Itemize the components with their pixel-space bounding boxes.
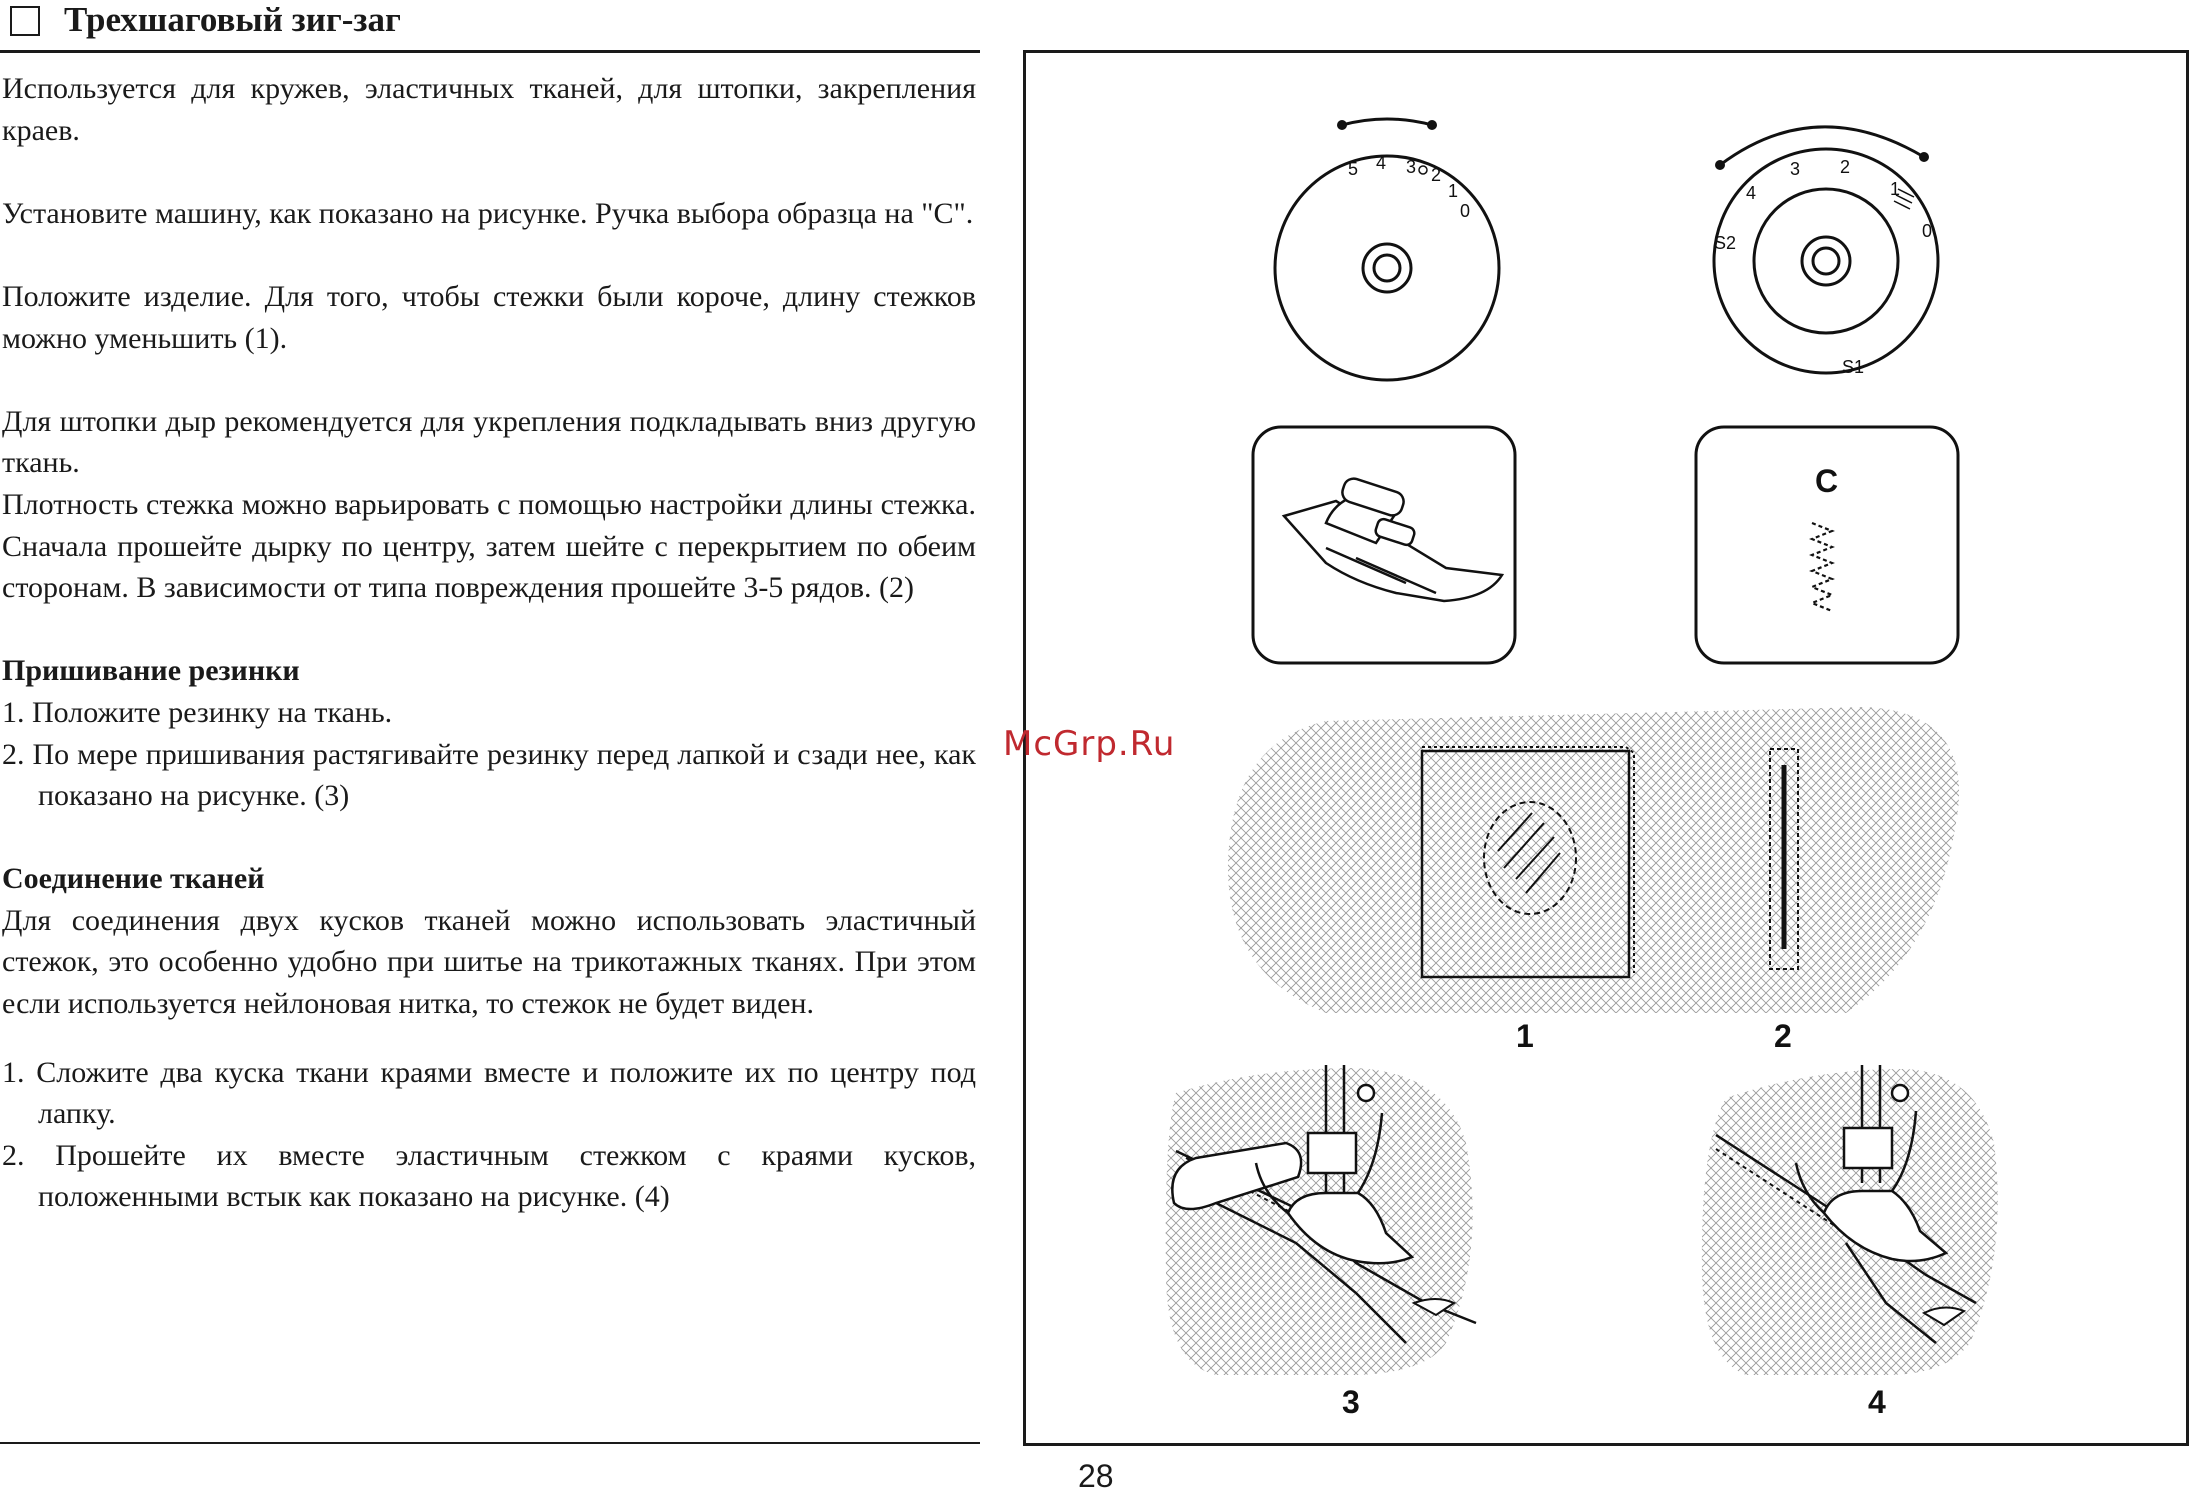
dial-left-num-3: 3 [1406, 157, 1416, 177]
header-rule [0, 50, 980, 53]
section-checkbox[interactable] [10, 6, 40, 36]
join-step-2: 2. Прошейте их вместе эластичным стежком… [2, 1138, 976, 1214]
zigzag-foot-icon [1281, 477, 1505, 603]
paragraph-joining: Для соединения двух кусков тканей можно … [2, 903, 976, 1021]
dial-right-num-3: 3 [1790, 159, 1800, 179]
joining-illustration: 4 [1701, 1065, 1998, 1420]
dial-left-num-5: 5 [1348, 159, 1358, 179]
elastic-step-2: 2. По мере пришивания растягивайте резин… [2, 737, 976, 813]
paragraph-place-fabric: Положите изделие. Для того, чтобы стежки… [2, 279, 976, 355]
paragraph-darning: Для штопки дыр рекомендуется для укрепле… [2, 404, 976, 480]
section-header: Трехшаговый зиг-заг [4, 0, 978, 46]
elastic-sewing-illustration: 3 [1165, 1065, 1477, 1420]
figure-label-2: 2 [1774, 1018, 1792, 1054]
join-step-1: 1. Сложите два куска ткани краями вместе… [2, 1055, 976, 1131]
footer-rule [0, 1442, 980, 1444]
paragraph-density: Плотность стежка можно варьировать с пом… [2, 487, 976, 605]
dial-right-num-s1: S1 [1842, 357, 1864, 377]
dial-right-num-1: 1 [1890, 179, 1900, 199]
dial-right-num-0: 0 [1922, 221, 1932, 241]
figure-label-1: 1 [1516, 1018, 1534, 1054]
paragraph-setup: Установите машину, как показано на рисун… [2, 196, 974, 230]
dial-left-num-0: 0 [1460, 201, 1470, 221]
darning-illustration: 1 2 [1227, 707, 1960, 1054]
figure-label-3: 3 [1342, 1384, 1360, 1420]
pattern-selector-panel: C [1694, 425, 1960, 665]
section-title: Трехшаговый зиг-заг [64, 0, 401, 39]
heading-elastic: Пришивание резинки [2, 654, 300, 688]
dial-right-num-2: 2 [1840, 157, 1850, 177]
figure-panel: 5 4 3 2 1 0 S2 4 3 2 1 [1023, 50, 2189, 1446]
watermark-text: McGrp.Ru [1003, 724, 1176, 764]
page-number: 28 [1078, 1458, 1114, 1494]
three-step-zigzag-icon [1809, 521, 1835, 613]
dial-left-num-4: 4 [1376, 153, 1386, 173]
instruction-text: Используется для кружев, эластичных ткан… [2, 68, 976, 1218]
figure-label-4: 4 [1868, 1384, 1886, 1420]
presser-foot-panel [1251, 425, 1517, 665]
dial-left-num-2: 2 [1431, 165, 1441, 185]
stitch-length-dial: S2 4 3 2 1 0 S1 [1712, 125, 1940, 377]
dial-left-num-1: 1 [1448, 181, 1458, 201]
pattern-letter: C [1815, 463, 1838, 499]
stitch-width-dial: 5 4 3 2 1 0 [1273, 117, 1501, 382]
dial-right-num-s2: S2 [1714, 233, 1736, 253]
paragraph-usage: Используется для кружев, эластичных ткан… [2, 72, 976, 147]
elastic-step-1: 1. Положите резинку на ткань. [2, 695, 393, 729]
dial-right-num-4: 4 [1746, 183, 1756, 203]
heading-joining: Соединение тканей [2, 862, 265, 896]
